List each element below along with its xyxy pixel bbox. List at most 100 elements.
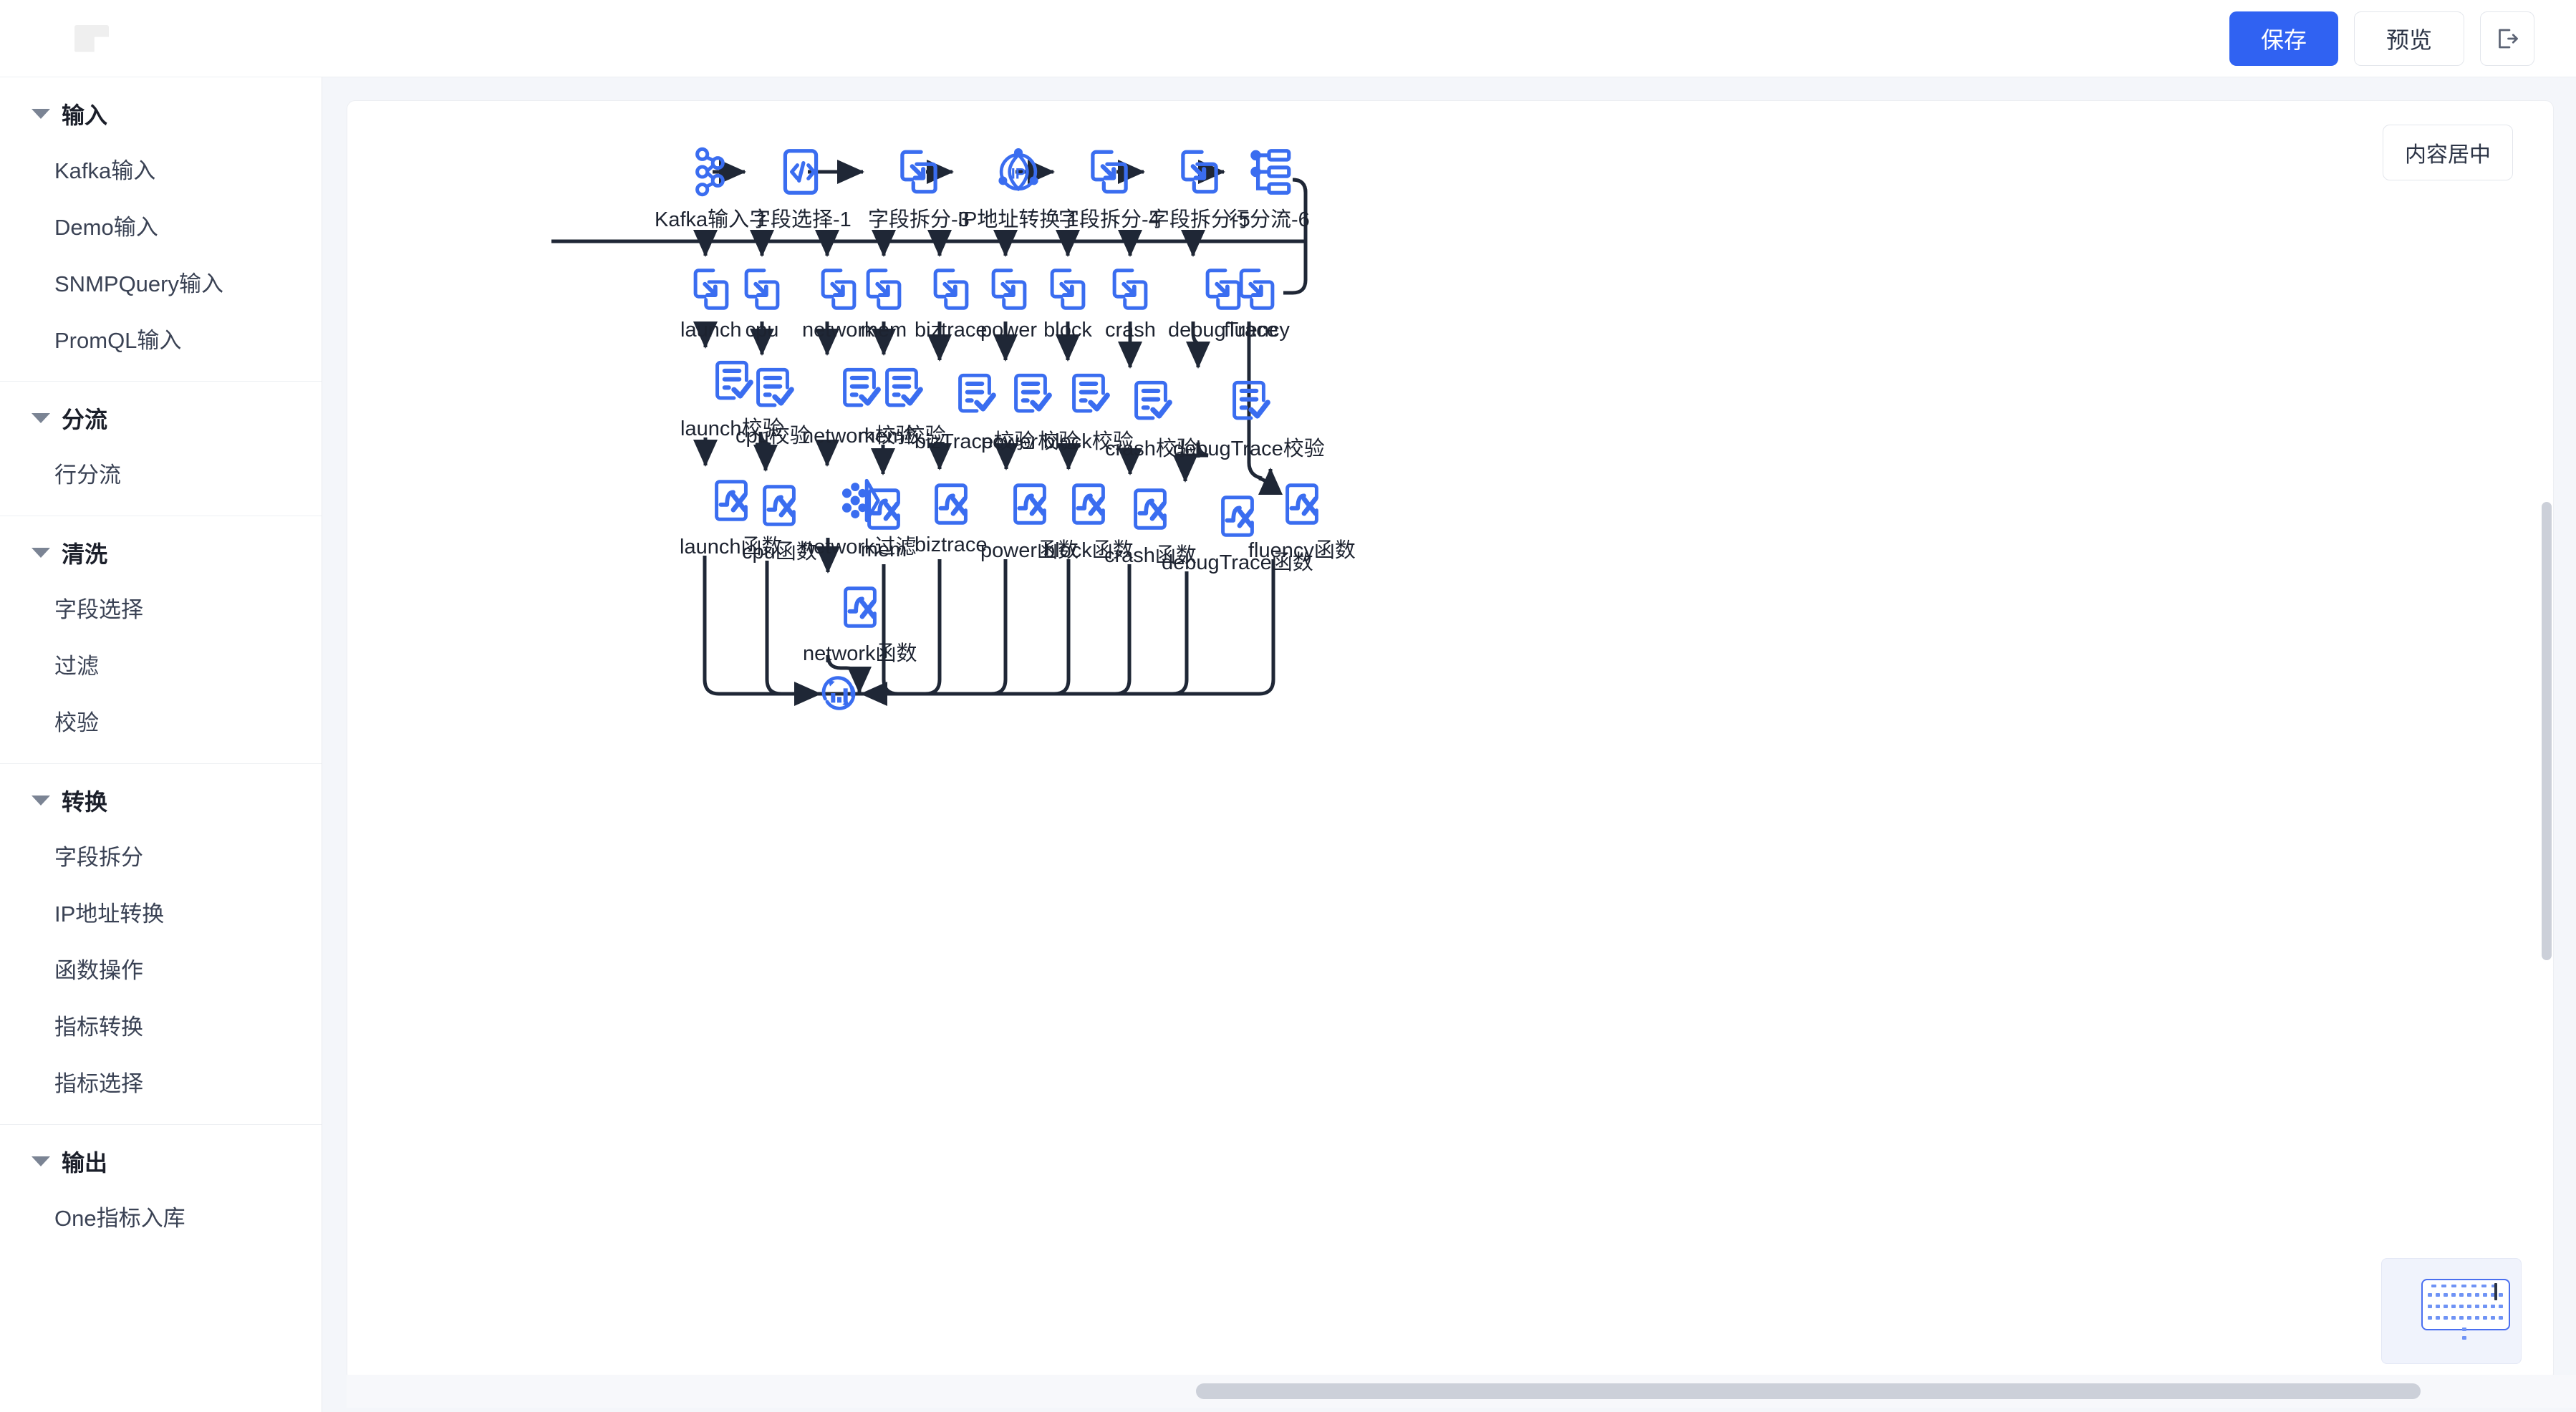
top-bar-actions: 保存 预览 <box>2229 11 2534 66</box>
validate-icon <box>1063 370 1114 420</box>
flow-node-b-cpu[interactable]: cpu <box>737 264 787 342</box>
code-brackets-icon <box>774 145 827 198</box>
chevron-down-icon <box>32 796 50 806</box>
flow-node-label: 字段拆分-5 <box>1149 208 1250 231</box>
flow-node-f-cpu[interactable]: cpu函数 <box>742 480 817 565</box>
fx-icon <box>1005 479 1055 529</box>
flow-node-f-mem[interactable]: mem <box>859 484 909 562</box>
save-button[interactable]: 保存 <box>2229 11 2338 66</box>
flow-node-f-power[interactable]: power函数 <box>980 479 1079 564</box>
sidebar-item-函数操作[interactable]: 函数操作 <box>54 958 143 983</box>
flow-node-label: launch函数 <box>680 536 783 558</box>
sidebar-group-header[interactable]: 输入 <box>0 87 322 140</box>
sidebar-item-IP地址转换[interactable]: IP地址转换 <box>54 901 165 927</box>
flow-node-split-4[interactable]: 字段拆分-4 <box>1058 145 1160 233</box>
canvas-horizontal-scrollbar[interactable] <box>1196 1383 2421 1399</box>
sidebar-group-header[interactable]: 转换 <box>0 774 322 827</box>
flow-node-f-fluency[interactable]: fluency函数 <box>1248 479 1356 564</box>
minimap-viewport[interactable] <box>2421 1279 2510 1340</box>
chevron-down-icon <box>32 413 50 423</box>
minimap-node <box>2475 1293 2479 1297</box>
fx-icon <box>1063 479 1114 529</box>
minimap-node <box>2499 1305 2503 1308</box>
flow-node-label: launch <box>680 319 742 342</box>
validate-icon <box>1005 370 1056 420</box>
sidebar-group-2: 清洗字段选择过滤校验 <box>0 516 322 764</box>
top-bar: 保存 预览 <box>0 0 2576 77</box>
minimap-node <box>2451 1285 2456 1287</box>
flow-node-b-mem[interactable]: mem <box>859 264 909 342</box>
flow-node-label: power <box>980 319 1037 342</box>
flow-node-b-block[interactable]: block <box>1043 264 1093 342</box>
minimap-node <box>2491 1316 2495 1320</box>
minimap-node <box>2428 1316 2432 1320</box>
flow-node-b-launch[interactable]: launch <box>680 264 741 342</box>
flow-node-b-crash[interactable]: crash <box>1105 264 1156 342</box>
sidebar-item-指标选择[interactable]: 指标选择 <box>54 1071 143 1096</box>
app-logo-icon <box>74 24 109 52</box>
flow-node-b-fluency[interactable]: fluency <box>1224 264 1290 342</box>
flow-edges <box>551 159 1308 707</box>
sidebar-item-行分流[interactable]: 行分流 <box>54 463 121 488</box>
sidebar-item-指标转换[interactable]: 指标转换 <box>54 1015 143 1040</box>
minimap-node <box>2475 1305 2479 1308</box>
center-content-button[interactable]: 内容居中 <box>2383 125 2513 180</box>
flow-node-b-biztrace[interactable]: biztrace <box>915 264 988 342</box>
flow-node-v-launch[interactable]: launch校验 <box>680 357 783 442</box>
flow-node-b-debugtrace[interactable]: debugTrace <box>1168 264 1278 342</box>
minimap-node <box>2459 1293 2464 1297</box>
flow-node-label: launch校验 <box>680 417 783 440</box>
minimap-node <box>2475 1316 2479 1320</box>
sidebar-item-PromQL输入[interactable]: PromQL输入 <box>54 328 182 353</box>
flow-node-b-power[interactable]: power <box>980 264 1037 342</box>
flow-node-f-biztrace[interactable]: biztrace <box>915 479 988 557</box>
sidebar-group-header[interactable]: 分流 <box>0 392 322 445</box>
minimap-node <box>2436 1293 2440 1297</box>
flow-node-v-cpu[interactable]: cpu校验 <box>735 364 811 449</box>
flow-node-field-1[interactable]: 字段选择-1 <box>750 145 852 233</box>
flow-node-rowsplit-6[interactable]: 行分流-6 <box>1229 145 1310 233</box>
flow-node-f-debugtrace[interactable]: debugTrace函数 <box>1162 491 1313 576</box>
row-split-icon <box>1243 145 1296 198</box>
sidebar-group-header[interactable]: 输出 <box>0 1135 322 1188</box>
minimap-node <box>2451 1293 2456 1297</box>
sidebar-item-校验[interactable]: 校验 <box>54 710 99 735</box>
sidebar-item-One指标入库[interactable]: One指标入库 <box>54 1206 185 1231</box>
flow-node-f-networkfn[interactable]: network函数 <box>803 582 917 667</box>
sidebar-item-过滤[interactable]: 过滤 <box>54 654 99 679</box>
split-icon <box>1083 145 1136 198</box>
sidebar: 输入 Kafka输入 Demo输入 SNMPQuery输入 PromQL输入分流行分流清… <box>0 77 322 1412</box>
sidebar-item-Kafka输入[interactable]: Kafka输入 <box>54 158 156 183</box>
minimap-node <box>2436 1316 2440 1320</box>
sidebar-item-字段选择[interactable]: 字段选择 <box>54 597 143 622</box>
minimap-node <box>2461 1285 2466 1287</box>
flow-node-label: block <box>1043 319 1092 342</box>
sidebar-item-Demo输入[interactable]: Demo输入 <box>54 215 158 240</box>
split-icon <box>1173 145 1226 198</box>
flow-node-label: biztrace <box>915 533 988 556</box>
sidebar-item-字段拆分[interactable]: 字段拆分 <box>54 845 143 870</box>
minimap-node <box>2494 1283 2497 1300</box>
flow-node-split-3[interactable]: 字段拆分-3 <box>868 145 970 233</box>
minimap-node <box>2462 1336 2466 1340</box>
sidebar-group-header[interactable]: 清洗 <box>0 526 322 579</box>
fx-icon <box>859 484 909 534</box>
flow-node-label: crash <box>1105 319 1156 342</box>
flow-node-out-one[interactable] <box>816 670 862 716</box>
minimap-node <box>2499 1293 2503 1297</box>
export-button[interactable] <box>2480 11 2534 66</box>
canvas-vertical-scrollbar[interactable] <box>2542 502 2552 960</box>
fx-icon <box>706 475 756 526</box>
split-icon <box>686 264 736 314</box>
sidebar-item-SNMPQuery输入[interactable]: SNMPQuery输入 <box>54 271 223 296</box>
minimap-node <box>2428 1305 2432 1308</box>
preview-button[interactable]: 预览 <box>2353 11 2464 66</box>
minimap[interactable] <box>2381 1258 2522 1364</box>
flow-node-f-crash[interactable]: crash函数 <box>1104 484 1197 569</box>
flow-node-label: debugTrace <box>1168 319 1278 342</box>
flow-node-kafka-1[interactable]: Kafka输入-1 <box>655 145 768 233</box>
flow-node-f-block[interactable]: block函数 <box>1043 479 1134 564</box>
flow-node-v-debugtrace[interactable]: debugTrace校验 <box>1173 377 1325 462</box>
flow-node-f-launch[interactable]: launch函数 <box>680 475 782 560</box>
